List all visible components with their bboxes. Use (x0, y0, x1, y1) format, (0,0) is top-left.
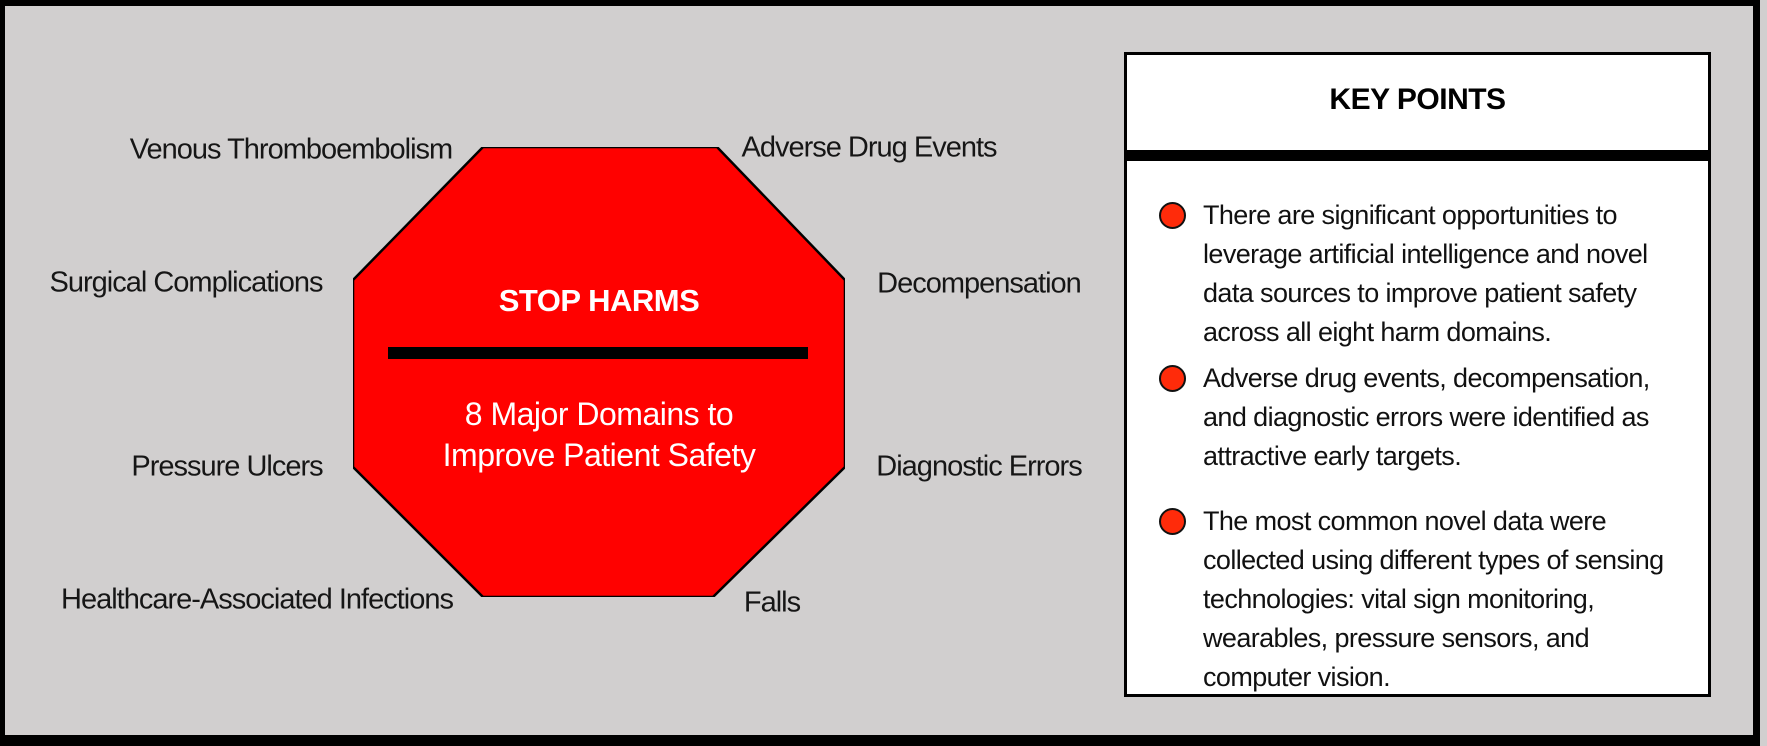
key-point-item: The most common novel data were collecte… (1159, 502, 1690, 697)
harm-label-decompensation: Decompensation (877, 267, 1082, 300)
bullet-dot-icon (1159, 365, 1186, 392)
stop-sign-subtitle: 8 Major Domains to Improve Patient Safet… (442, 396, 756, 473)
harm-label-pressure-ulcers: Pressure Ulcers (131, 450, 323, 483)
harm-label-venous-thromboembolism: Venous Thromboembolism (129, 133, 453, 166)
harm-label-falls: Falls (743, 586, 801, 619)
octagon-shape (353, 147, 845, 597)
bullet-dot-icon (1159, 202, 1186, 229)
harm-label-adverse-drug-events: Adverse Drug Events (741, 131, 997, 164)
key-point-text: There are significant opportunities to l… (1203, 200, 1648, 347)
key-points-panel: KEY POINTS There are significant opportu… (1124, 52, 1711, 697)
key-points-title: KEY POINTS (1329, 83, 1506, 116)
key-point-item: There are significant opportunities to l… (1159, 196, 1690, 352)
key-point-item: Adverse drug events, decompensation, and… (1159, 359, 1690, 476)
key-point-text: Adverse drug events, decompensation, and… (1203, 363, 1650, 471)
harm-label-surgical-complications: Surgical Complications (49, 266, 324, 299)
bullet-dot-icon (1159, 508, 1186, 535)
stop-sign-crossbar (388, 347, 808, 359)
harm-label-healthcare-associated-infections: Healthcare-Associated Infections (61, 583, 454, 616)
stop-harms-title: STOP HARMS (498, 283, 700, 318)
harm-label-diagnostic-errors: Diagnostic Errors (876, 450, 1082, 483)
stop-sign-octagon (353, 147, 845, 597)
key-points-divider (1127, 150, 1708, 161)
key-point-text: The most common novel data were collecte… (1203, 506, 1664, 692)
